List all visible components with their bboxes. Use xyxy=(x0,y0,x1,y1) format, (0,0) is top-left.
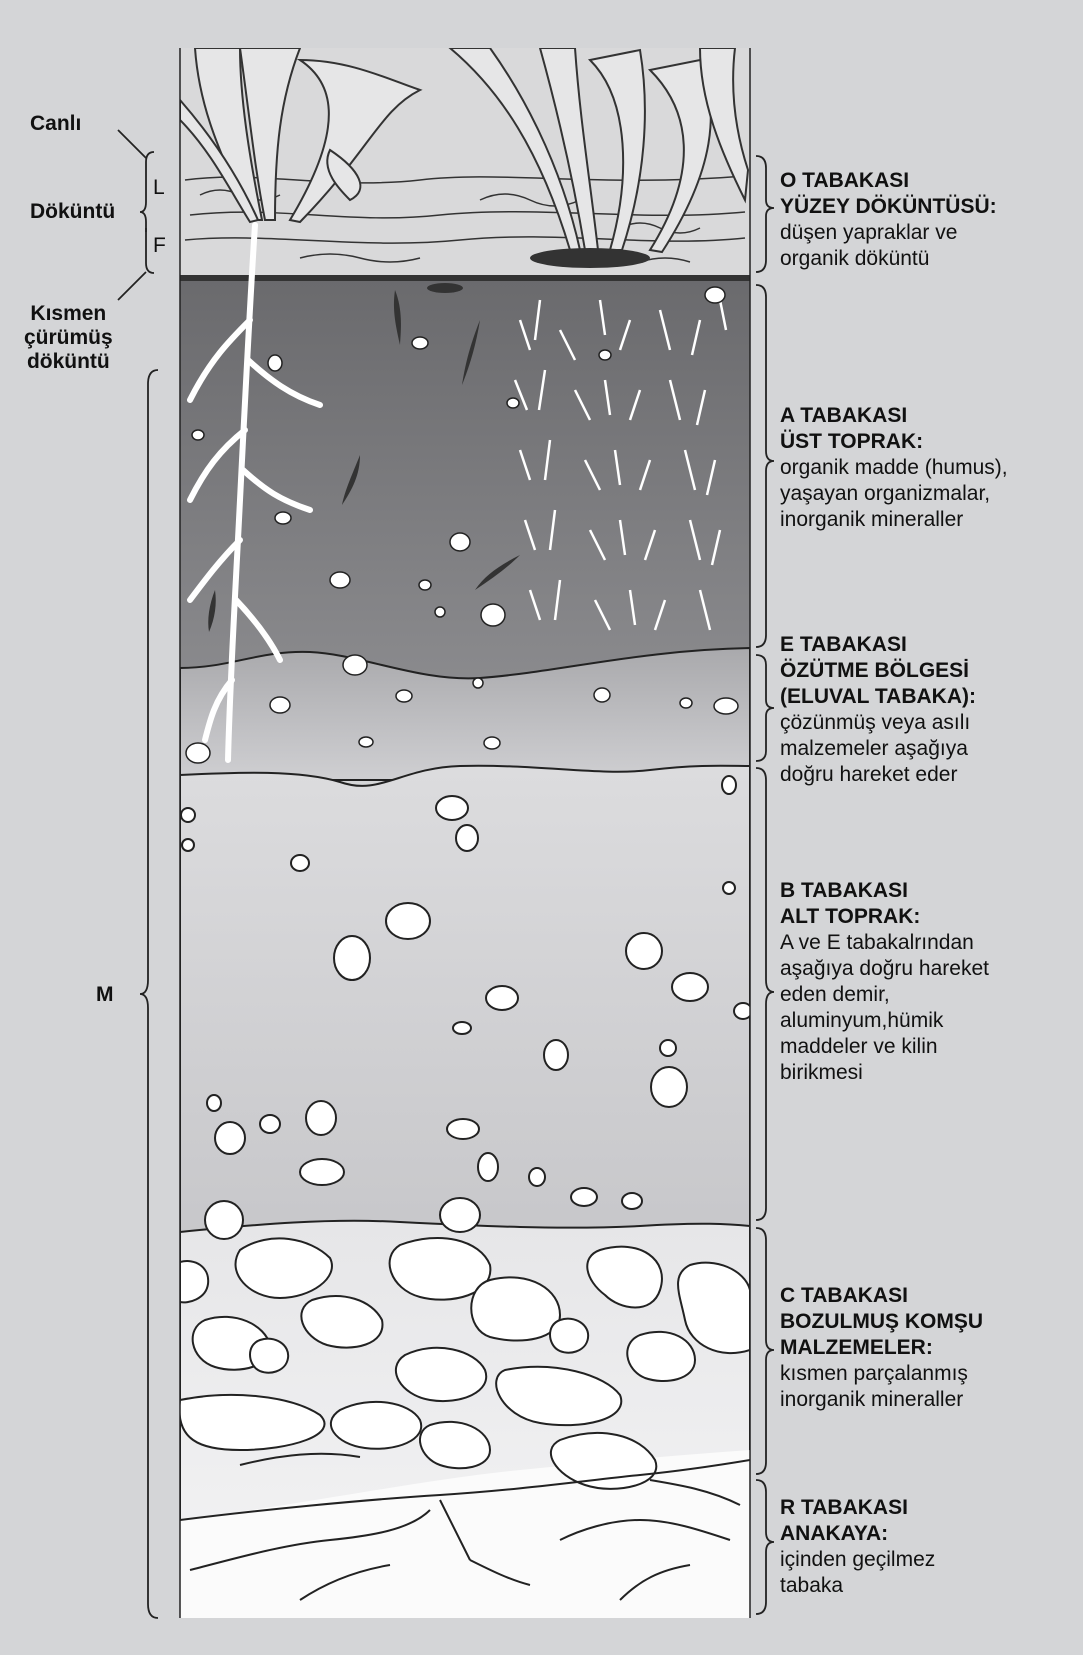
layer-o-desc: düşen yapraklar ve organik döküntü xyxy=(780,220,1080,272)
label-l: L xyxy=(153,176,165,200)
brace-c xyxy=(756,1228,774,1474)
brace-r xyxy=(756,1480,774,1614)
layer-a-title: A TABAKASI ÜST TOPRAK: xyxy=(780,403,1080,455)
layer-e-text: E TABAKASI ÖZÜTME BÖLGESİ (ELUVAL TABAKA… xyxy=(780,632,1080,788)
layer-r-text: R TABAKASI ANAKAYA: içinden geçilmez tab… xyxy=(780,1495,1080,1599)
layer-c-text: C TABAKASI BOZULMUŞ KOMŞU MALZEMELER: kı… xyxy=(780,1283,1080,1413)
brace-l xyxy=(140,152,154,232)
layer-c-desc: kısmen parçalanmış inorganik mineraller xyxy=(780,1361,1080,1413)
layer-o-text: O TABAKASI YÜZEY DÖKÜNTÜSÜ: düşen yaprak… xyxy=(780,168,1080,272)
brace-o xyxy=(756,156,774,272)
label-m: M xyxy=(96,983,114,1007)
layer-b-text: B TABAKASI ALT TOPRAK: A ve E tabakalrın… xyxy=(780,878,1080,1086)
layer-r-title: R TABAKASI ANAKAYA: xyxy=(780,1495,1080,1547)
label-f: F xyxy=(153,234,166,258)
label-dokuntu: Döküntü xyxy=(30,200,115,224)
layer-o-title: O TABAKASI YÜZEY DÖKÜNTÜSÜ: xyxy=(780,168,1080,220)
layer-a-text: A TABAKASI ÜST TOPRAK: organik madde (hu… xyxy=(780,403,1080,533)
layer-e-title: E TABAKASI ÖZÜTME BÖLGESİ (ELUVAL TABAKA… xyxy=(780,632,1080,710)
label-kismen: Kısmen çürümüş döküntü xyxy=(24,302,113,374)
label-canli: Canlı xyxy=(30,112,81,136)
layer-c-title: C TABAKASI BOZULMUŞ KOMŞU MALZEMELER: xyxy=(780,1283,1080,1361)
layer-a-desc: organik madde (humus), yaşayan organizma… xyxy=(780,455,1080,533)
a-layer xyxy=(180,278,750,678)
brace-m xyxy=(140,370,158,1618)
layer-b-desc: A ve E tabakalrından aşağıya doğru harek… xyxy=(780,930,1080,1086)
layer-r-desc: içinden geçilmez tabaka xyxy=(780,1547,1080,1599)
layer-b-title: B TABAKASI ALT TOPRAK: xyxy=(780,878,1080,930)
brace-a xyxy=(756,285,774,647)
layer-e-desc: çözünmüş veya asılı malzemeler aşağıya d… xyxy=(780,710,1080,788)
brace-e xyxy=(756,655,774,761)
brace-b xyxy=(756,768,774,1220)
